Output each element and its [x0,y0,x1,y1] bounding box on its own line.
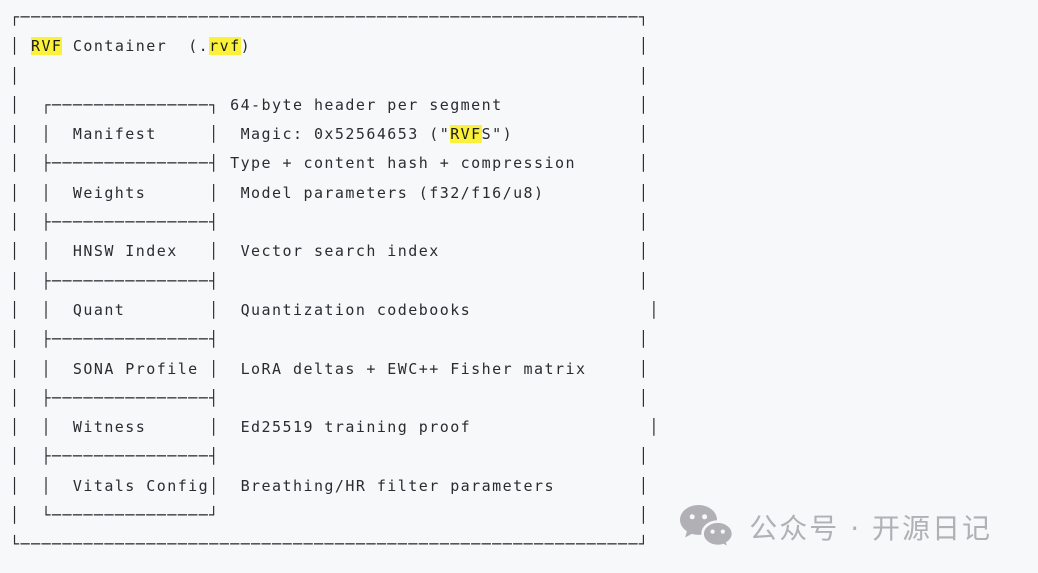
diagram-line: │ │ Witness │ Ed25519 training proof │ [10,418,660,437]
highlighted-text: RVF [30,37,63,56]
diagram-line: │ ├───────────────┤ │ [10,447,650,466]
diagram-line: │ ├───────────────┤ │ [10,388,650,407]
diagram-line: ┌───────────────────────────────────────… [10,8,650,26]
diagram-line: │ ┌───────────────┐ 64-byte header per s… [10,95,650,114]
diagram-line: │ ├───────────────┤ │ [10,271,650,290]
diagram-line: │ │ Vitals Config│ Breathing/HR filter p… [10,476,650,495]
diagram-line: │ ├───────────────┤ │ [10,213,650,232]
diagram-line: │ ├───────────────┤ Type + content hash … [10,154,650,173]
highlighted-text: RVF [450,125,482,144]
watermark-text: 公众号 · 开源日记 [749,512,992,545]
diagram-line: │ │ HNSW Index │ Vector search index │ [10,242,650,261]
diagram-line: │ │ [10,66,650,85]
wechat-icon [678,503,735,551]
diagram-line: │ RVF Container (.rvf) │ [10,37,650,56]
watermark: 公众号 · 开源日记 [678,503,992,551]
diagram-line: │ │ Quant │ Quantization codebooks │ [10,300,660,319]
ascii-diagram: ┌───────────────────────────────────────… [10,3,660,560]
diagram-line: │ │ Manifest │ Magic: 0x52564653 ("RVFS"… [10,125,650,144]
diagram-line: │ ├───────────────┤ │ [10,330,650,349]
diagram-line: │ └───────────────┘ │ [10,506,650,525]
diagram-line: │ │ Weights │ Model parameters (f32/f16/… [10,183,650,202]
highlighted-text: rvf [209,37,241,56]
diagram-line: │ │ SONA Profile │ LoRA deltas + EWC++ F… [10,359,650,378]
diagram-line: └───────────────────────────────────────… [10,535,650,554]
